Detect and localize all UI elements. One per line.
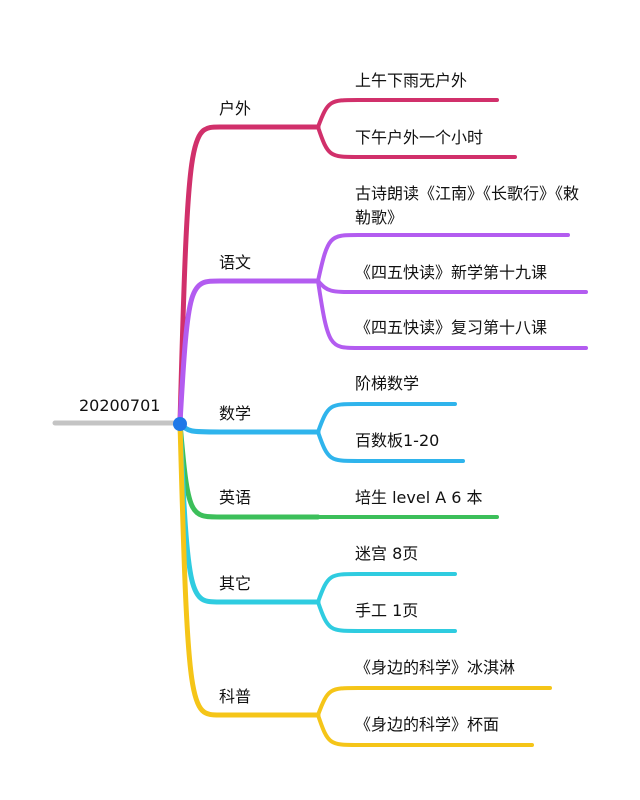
- branch-label-science[interactable]: 科普: [219, 687, 252, 706]
- leaf-connector-science-1: [316, 686, 552, 717]
- branch-label-math[interactable]: 数学: [219, 404, 252, 423]
- branch-label-chinese[interactable]: 语文: [219, 253, 252, 272]
- leaf-other-2[interactable]: 手工 1页: [355, 601, 419, 620]
- branch-connector-chinese: [177, 278, 321, 426]
- leaf-connector-other-2: [316, 600, 457, 633]
- leaf-english-1[interactable]: 培生 level A 6 本: [355, 488, 483, 507]
- root-label[interactable]: 20200701: [79, 396, 161, 415]
- leaf-connector-math-2: [316, 430, 465, 463]
- leaf-chinese-3[interactable]: 《四五快读》复习第十八课: [355, 318, 548, 337]
- leaf-outdoor-1[interactable]: 上午下雨无户外: [355, 71, 468, 90]
- leaf-connector-math-1: [316, 402, 457, 434]
- leaf-math-2[interactable]: 百数板1-20: [355, 431, 440, 450]
- leaf-other-1[interactable]: 迷宫 8页: [355, 544, 419, 563]
- leaf-outdoor-2[interactable]: 下午户外一个小时: [355, 128, 484, 147]
- leaf-math-1[interactable]: 阶梯数学: [355, 374, 420, 393]
- root-node-dot[interactable]: [173, 417, 187, 431]
- branch-connector-outdoor: [177, 124, 321, 426]
- leaf-connector-outdoor-2: [316, 125, 517, 159]
- leaf-connector-chinese-2: [316, 279, 588, 294]
- leaf-connector-science-2: [316, 713, 534, 747]
- branch-label-other[interactable]: 其它: [219, 574, 252, 593]
- leaf-connector-other-1: [316, 572, 457, 604]
- branch-label-english[interactable]: 英语: [219, 488, 252, 507]
- leaf-connector-chinese-3: [316, 279, 588, 350]
- leaf-science-1[interactable]: 《身边的科学》冰淇淋: [355, 658, 516, 677]
- leaf-connector-outdoor-1: [316, 98, 499, 129]
- leaf-connector-chinese-1: [316, 233, 570, 283]
- leaf-science-2[interactable]: 《身边的科学》杯面: [355, 715, 500, 734]
- leaf-chinese-2[interactable]: 《四五快读》新学第十九课: [355, 263, 548, 282]
- leaf-chinese-1[interactable]: 古诗朗读《江南》《长歌行》《敕勒歌》: [355, 184, 580, 227]
- branch-connector-science: [177, 420, 321, 718]
- branch-label-outdoor[interactable]: 户外: [219, 99, 252, 118]
